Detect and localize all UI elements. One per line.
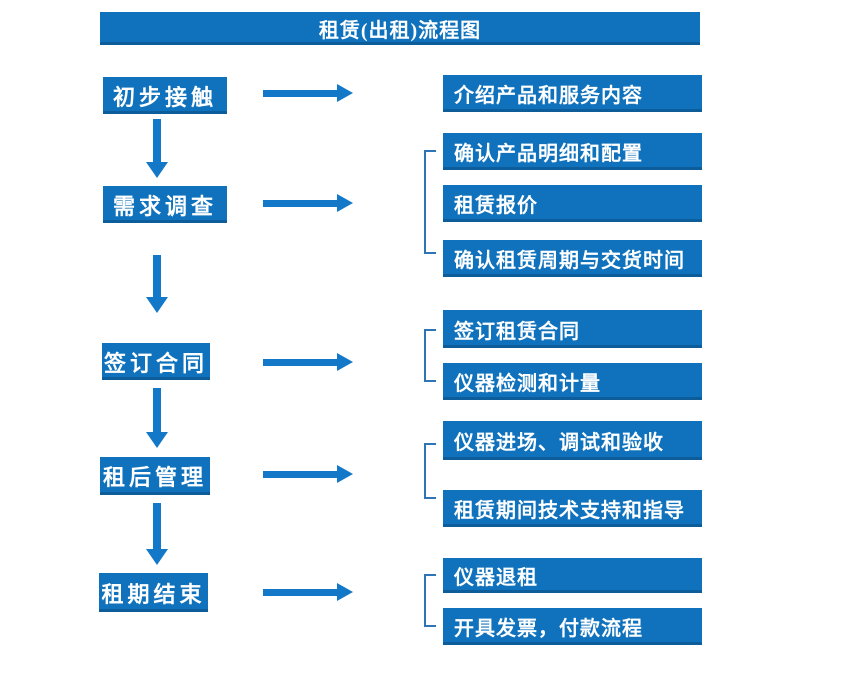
right-arrow-head <box>337 465 353 483</box>
step-rental-end: 租期结束 <box>99 573 208 612</box>
right-arrow-stem <box>263 199 337 207</box>
detail-instrument-return: 仪器退租 <box>443 558 702 593</box>
detail-intro-products: 介绍产品和服务内容 <box>443 75 702 112</box>
down-arrow-stem <box>153 503 161 549</box>
page-title: 租赁(出租)流程图 <box>318 20 482 42</box>
right-arrow-stem <box>263 470 337 478</box>
right-arrow-head <box>337 583 353 601</box>
detail-rental-quote: 租赁报价 <box>443 185 702 222</box>
down-arrow-4 <box>146 503 168 565</box>
right-arrow-head <box>337 194 353 212</box>
detail-rental-tech-support: 租赁期间技术支持和指导 <box>443 490 702 527</box>
detail-invoice-payment: 开具发票，付款流程 <box>443 608 702 645</box>
detail-sign-rental-contract: 签订租赁合同 <box>443 310 702 348</box>
down-arrow-stem <box>153 119 161 162</box>
right-arrow-3 <box>263 353 353 371</box>
right-arrow-2 <box>263 194 353 212</box>
detail-confirm-period-delivery: 确认租赁周期与交货时间 <box>443 240 702 277</box>
down-arrow-head <box>146 432 168 448</box>
right-arrow-stem <box>263 89 337 97</box>
down-arrow-head <box>146 297 168 313</box>
step-sign-contract: 签订合同 <box>102 343 210 380</box>
group-bracket-post-rental <box>424 443 436 499</box>
title-bar: 租赁(出租)流程图 <box>100 12 700 45</box>
down-arrow-stem <box>153 255 161 297</box>
right-arrow-stem <box>263 358 337 366</box>
down-arrow-head <box>146 162 168 178</box>
right-arrow-stem <box>263 588 337 596</box>
step-initial-contact: 初步接触 <box>103 77 227 114</box>
right-arrow-1 <box>263 84 353 102</box>
down-arrow-2 <box>146 255 168 313</box>
down-arrow-stem <box>153 388 161 432</box>
group-bracket-sign-contract <box>424 329 436 382</box>
right-arrow-head <box>337 353 353 371</box>
detail-instrument-testing: 仪器检测和计量 <box>443 363 702 400</box>
step-demand-survey: 需求调查 <box>103 186 227 223</box>
detail-instrument-setup-acceptance: 仪器进场、调试和验收 <box>443 421 702 460</box>
right-arrow-head <box>337 84 353 102</box>
right-arrow-4 <box>263 465 353 483</box>
detail-confirm-product-config: 确认产品明细和配置 <box>443 133 702 170</box>
right-arrow-5 <box>263 583 353 601</box>
down-arrow-head <box>146 549 168 565</box>
group-bracket-rental-end <box>424 574 436 627</box>
step-post-rental-management: 租后管理 <box>100 457 210 495</box>
down-arrow-3 <box>146 388 168 448</box>
down-arrow-1 <box>146 119 168 178</box>
group-bracket-demand-survey <box>424 150 436 254</box>
